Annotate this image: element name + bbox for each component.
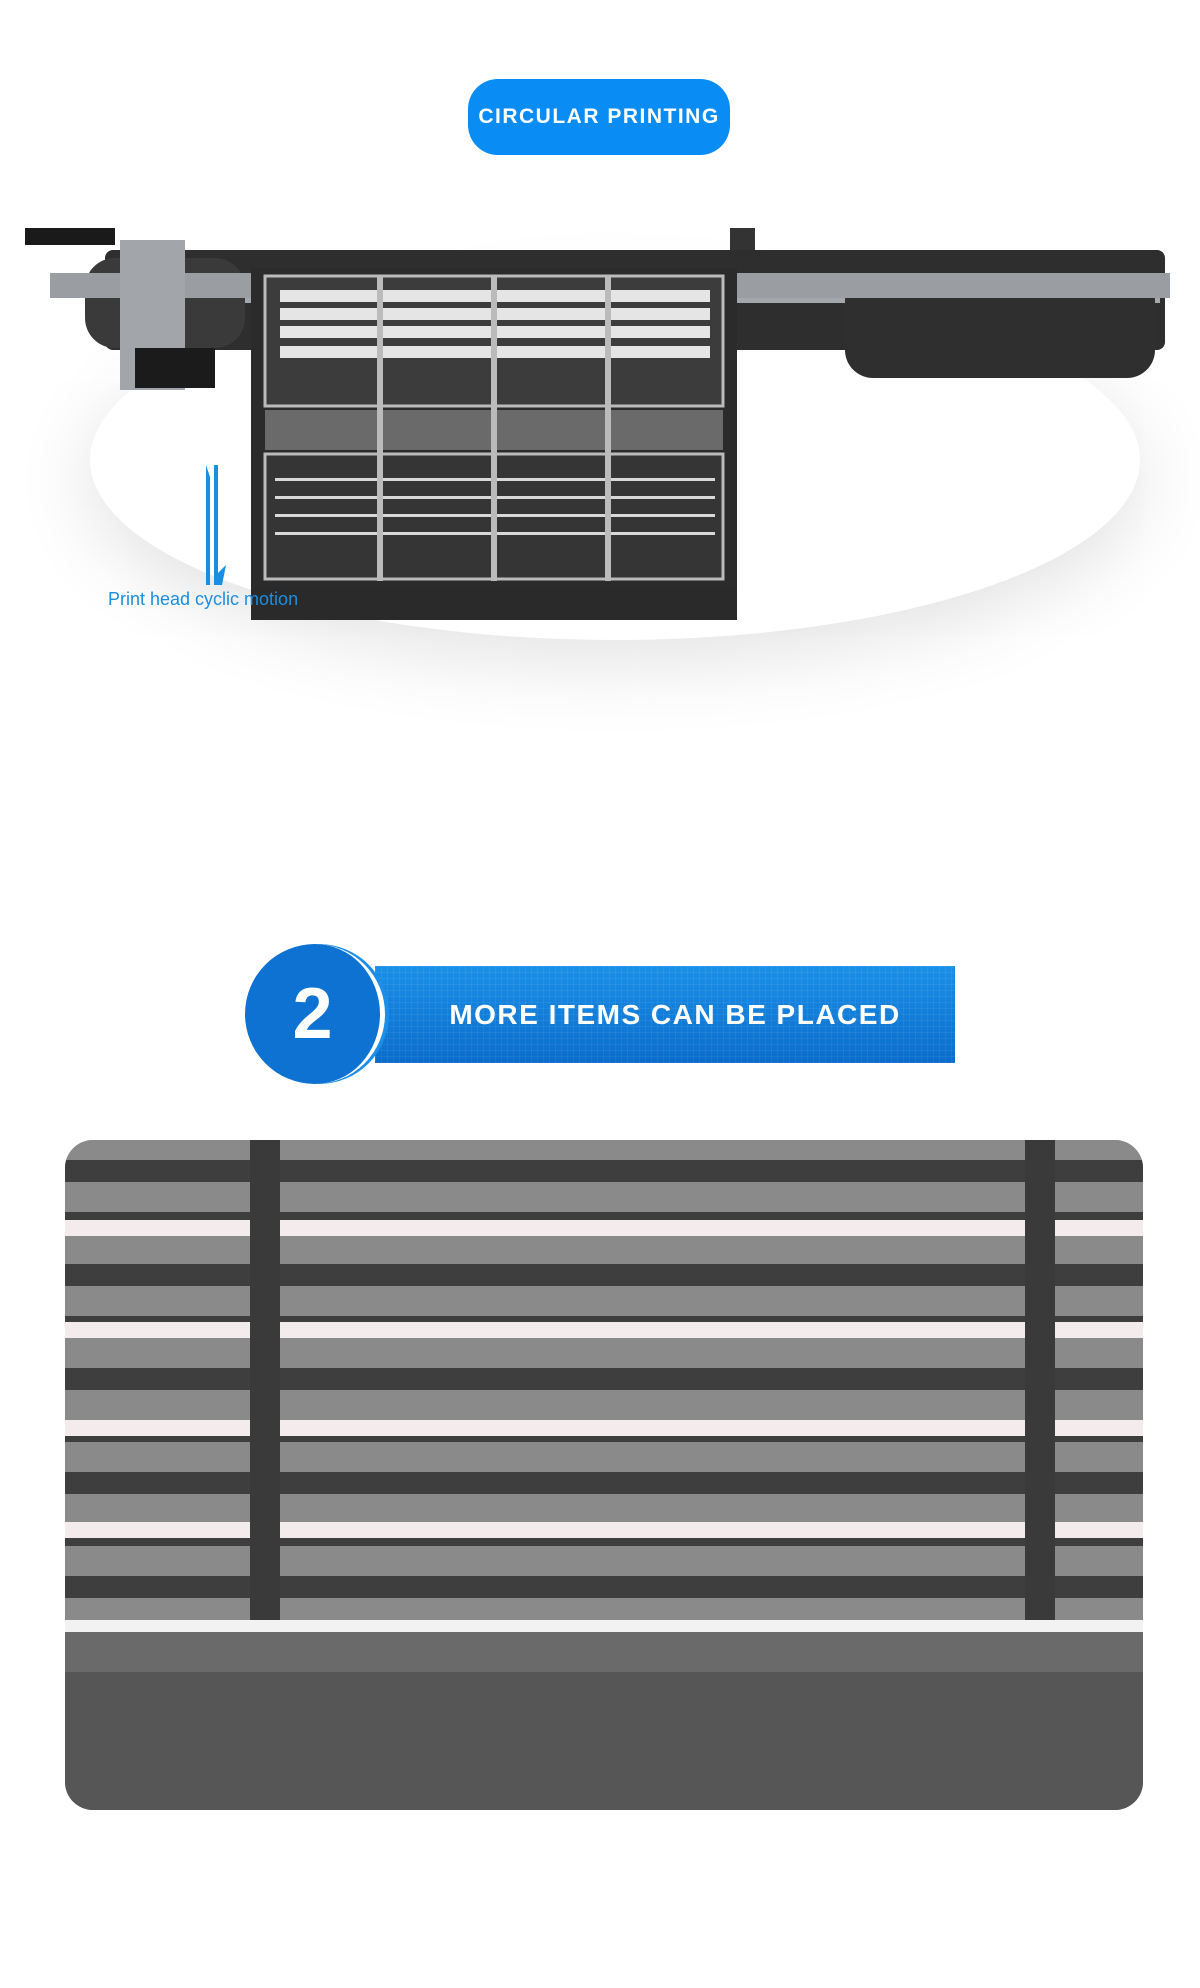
roller [65,1472,1143,1494]
roller [65,1576,1143,1598]
rollers-closeup-image [65,1140,1143,1810]
printed-cylinder [65,1522,1143,1538]
printed-cylinder [65,1420,1143,1436]
printed-cylinder [65,1220,1143,1236]
feature-number-circle: 2 [245,944,385,1084]
printer-top-view-image [25,228,1170,620]
roller [65,1160,1143,1182]
feature-title: MORE ITEMS CAN BE PLACED [449,998,901,1030]
feature-banner: MORE ITEMS CAN BE PLACED 2 [245,944,955,1084]
feature-number: 2 [292,974,333,1054]
circular-printing-badge: CIRCULAR PRINTING [468,79,730,155]
print-head-motion-label: Print head cyclic motion [108,589,299,609]
badge-label: CIRCULAR PRINTING [478,105,720,128]
roller [65,1368,1143,1390]
roller [65,1264,1143,1286]
feature-title-bar: MORE ITEMS CAN BE PLACED [375,966,955,1063]
up-down-arrow-icon [206,465,226,585]
printed-cylinder [65,1322,1143,1338]
